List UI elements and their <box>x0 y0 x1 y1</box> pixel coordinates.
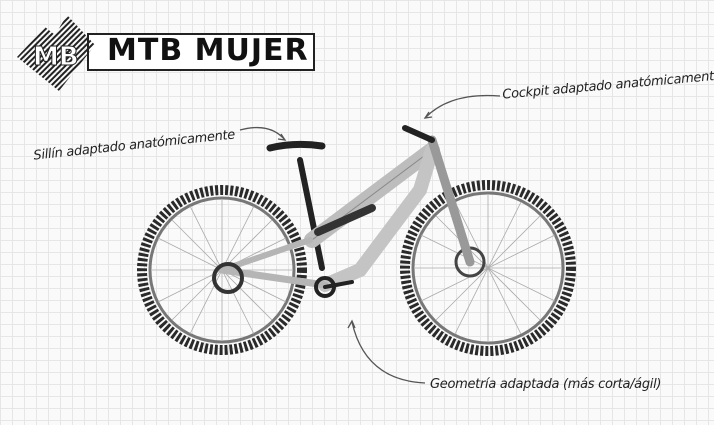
cockpit-arrow <box>424 94 501 119</box>
svg-text:MB: MB <box>33 42 79 72</box>
saddle-arrow <box>239 126 286 141</box>
rear-shock <box>314 204 376 236</box>
geometry-arrow <box>351 321 426 384</box>
saddle-arrowhead <box>277 133 287 141</box>
logo: MB MTB MUJER <box>15 15 315 91</box>
annotation-arrows <box>239 94 501 384</box>
logo-text: MTB MUJER <box>107 33 309 68</box>
front-wheel <box>400 180 576 356</box>
cassette <box>212 262 244 294</box>
frame <box>212 125 475 298</box>
seat-post <box>297 157 325 271</box>
cockpit-arrowhead <box>423 111 433 119</box>
saddle <box>266 140 326 152</box>
logo-frame <box>87 33 315 71</box>
geometry-annotation: Geometría adaptada (más corta/ágil) <box>430 377 662 392</box>
fork <box>427 135 475 267</box>
handlebar <box>402 125 435 143</box>
crank-arm <box>323 280 354 289</box>
down-tube <box>318 143 439 292</box>
geometry-arrowhead <box>347 319 356 329</box>
logo-mountain-icon: MB <box>17 15 95 91</box>
